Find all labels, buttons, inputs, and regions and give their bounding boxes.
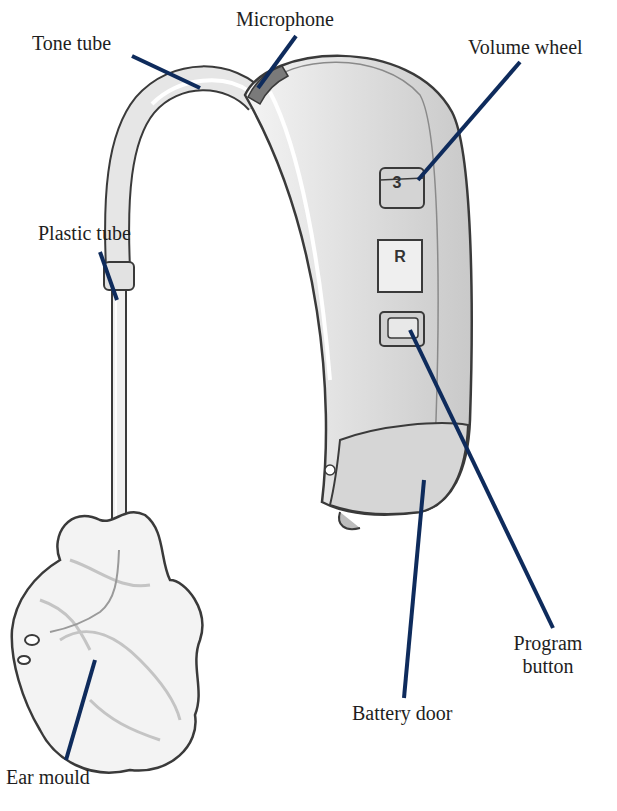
part-label: Program button	[498, 632, 598, 678]
part-label: Tone tube	[32, 32, 111, 55]
part-label: Battery door	[352, 702, 453, 725]
part-label: Microphone	[236, 8, 334, 31]
dial-number: 3	[393, 174, 402, 192]
part-label: Plastic tube	[38, 222, 131, 245]
part-label: Volume wheel	[468, 36, 583, 59]
part-label: Ear mould	[6, 766, 90, 789]
leader-lines	[66, 36, 553, 760]
side-marking: R	[394, 248, 406, 266]
